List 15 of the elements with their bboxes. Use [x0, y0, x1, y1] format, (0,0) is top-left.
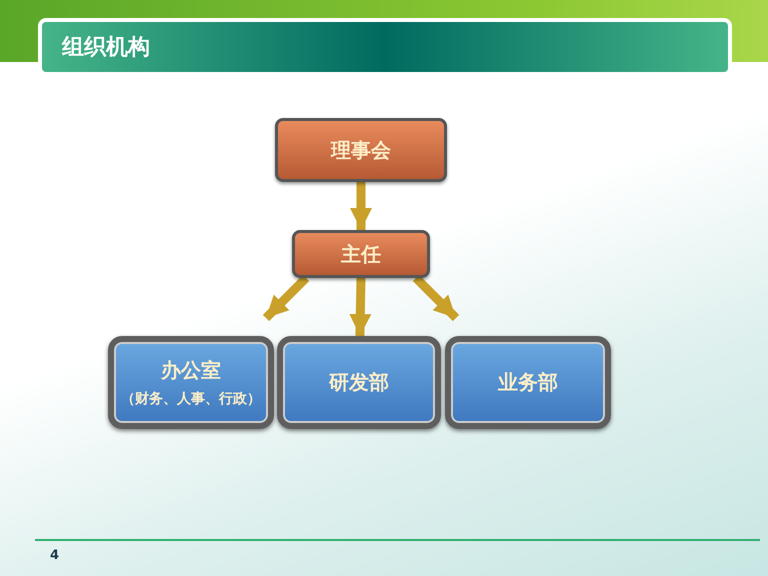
title: 组织机构 [62, 33, 150, 62]
box-title: 业务部 [498, 369, 558, 396]
department-box [108, 336, 274, 429]
org-box [292, 230, 430, 278]
box-title: 主任 [341, 240, 381, 268]
box-title: 办公室 [161, 357, 221, 384]
box-title: 研发部 [329, 369, 389, 396]
arrow [350, 182, 372, 230]
box-subtitle: （财务、人事、行政） [121, 390, 261, 408]
arrow [349, 278, 372, 336]
department-box [277, 336, 441, 429]
box-title: 理事会 [331, 136, 391, 164]
org-box [275, 118, 447, 182]
department-box [445, 336, 611, 429]
page-number: 4 [50, 548, 60, 563]
